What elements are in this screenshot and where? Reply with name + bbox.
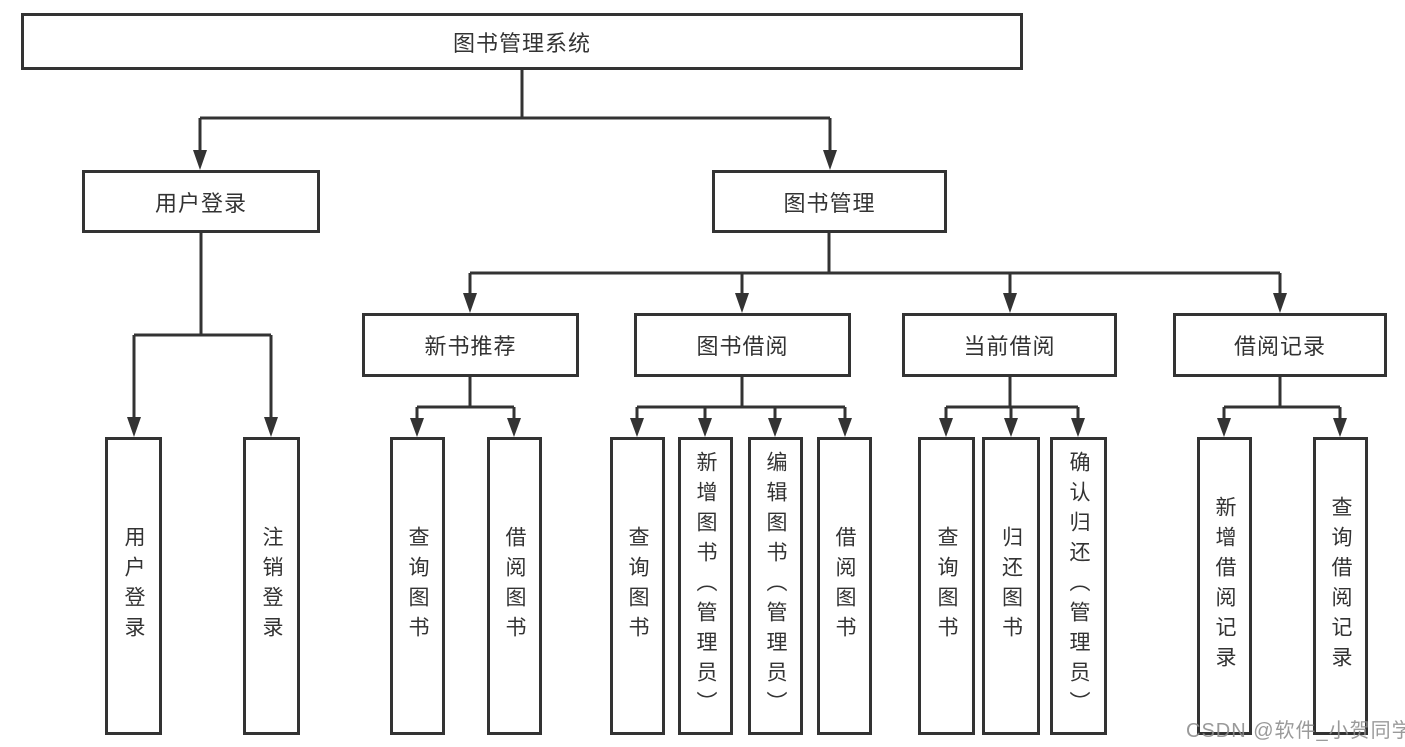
node-label: 用户登录 (154, 190, 247, 216)
leaf-label: 确认归还（管理员） (1067, 451, 1090, 721)
leaf-label: 查询图书 (626, 526, 649, 646)
leaf-label: 归还图书 (999, 526, 1023, 646)
leaf-label: 注销登录 (260, 526, 283, 646)
leaf-logout: 注销登录 (243, 437, 300, 735)
leaf-label: 借阅图书 (833, 526, 856, 646)
leaf-records-add-record: 新增借阅记录 (1197, 437, 1252, 735)
node-label: 借阅记录 (1233, 334, 1326, 359)
leaf-records-query-record: 查询借阅记录 (1313, 437, 1368, 735)
leaf-label: 借阅图书 (503, 526, 526, 646)
leaf-recommend-borrow-books: 借阅图书 (487, 437, 542, 735)
node-book-management: 图书管理 (712, 170, 947, 233)
leaf-current-confirm-return-admin: 确认归还（管理员） (1050, 437, 1107, 735)
node-label: 新书推荐 (424, 334, 517, 359)
leaf-label: 编辑图书（管理员） (764, 451, 787, 721)
leaf-borrow-borrow-books: 借阅图书 (817, 437, 872, 735)
node-book-borrow: 图书借阅 (634, 313, 851, 377)
leaf-label: 查询借阅记录 (1329, 496, 1352, 676)
leaf-borrow-add-books-admin: 新增图书（管理员） (678, 437, 733, 735)
leaf-label: 新增借阅记录 (1213, 496, 1236, 676)
node-label: 当前借阅 (963, 334, 1056, 359)
node-user-login-group: 用户登录 (82, 170, 320, 233)
node-current-borrow: 当前借阅 (902, 313, 1117, 377)
leaf-borrow-edit-books-admin: 编辑图书（管理员） (748, 437, 803, 735)
leaf-user-login: 用户登录 (105, 437, 162, 735)
leaf-current-query-books: 查询图书 (918, 437, 975, 735)
leaf-label: 查询图书 (935, 526, 958, 646)
leaf-recommend-query-books: 查询图书 (390, 437, 445, 735)
leaf-borrow-query-books: 查询图书 (610, 437, 665, 735)
leaf-label: 新增图书（管理员） (694, 451, 717, 721)
node-borrow-records: 借阅记录 (1173, 313, 1387, 377)
node-library-management-system: 图书管理系统 (21, 13, 1023, 70)
node-label: 图书借阅 (696, 334, 789, 359)
node-label: 图书管理系统 (452, 30, 591, 56)
leaf-current-return-books: 归还图书 (982, 437, 1040, 735)
leaf-label: 查询图书 (406, 526, 429, 646)
leaf-label: 用户登录 (122, 526, 145, 646)
node-label: 图书管理 (783, 190, 876, 216)
watermark: CSDN @软件_小贺同学 (1186, 720, 1405, 742)
node-new-book-recommend: 新书推荐 (362, 313, 579, 377)
